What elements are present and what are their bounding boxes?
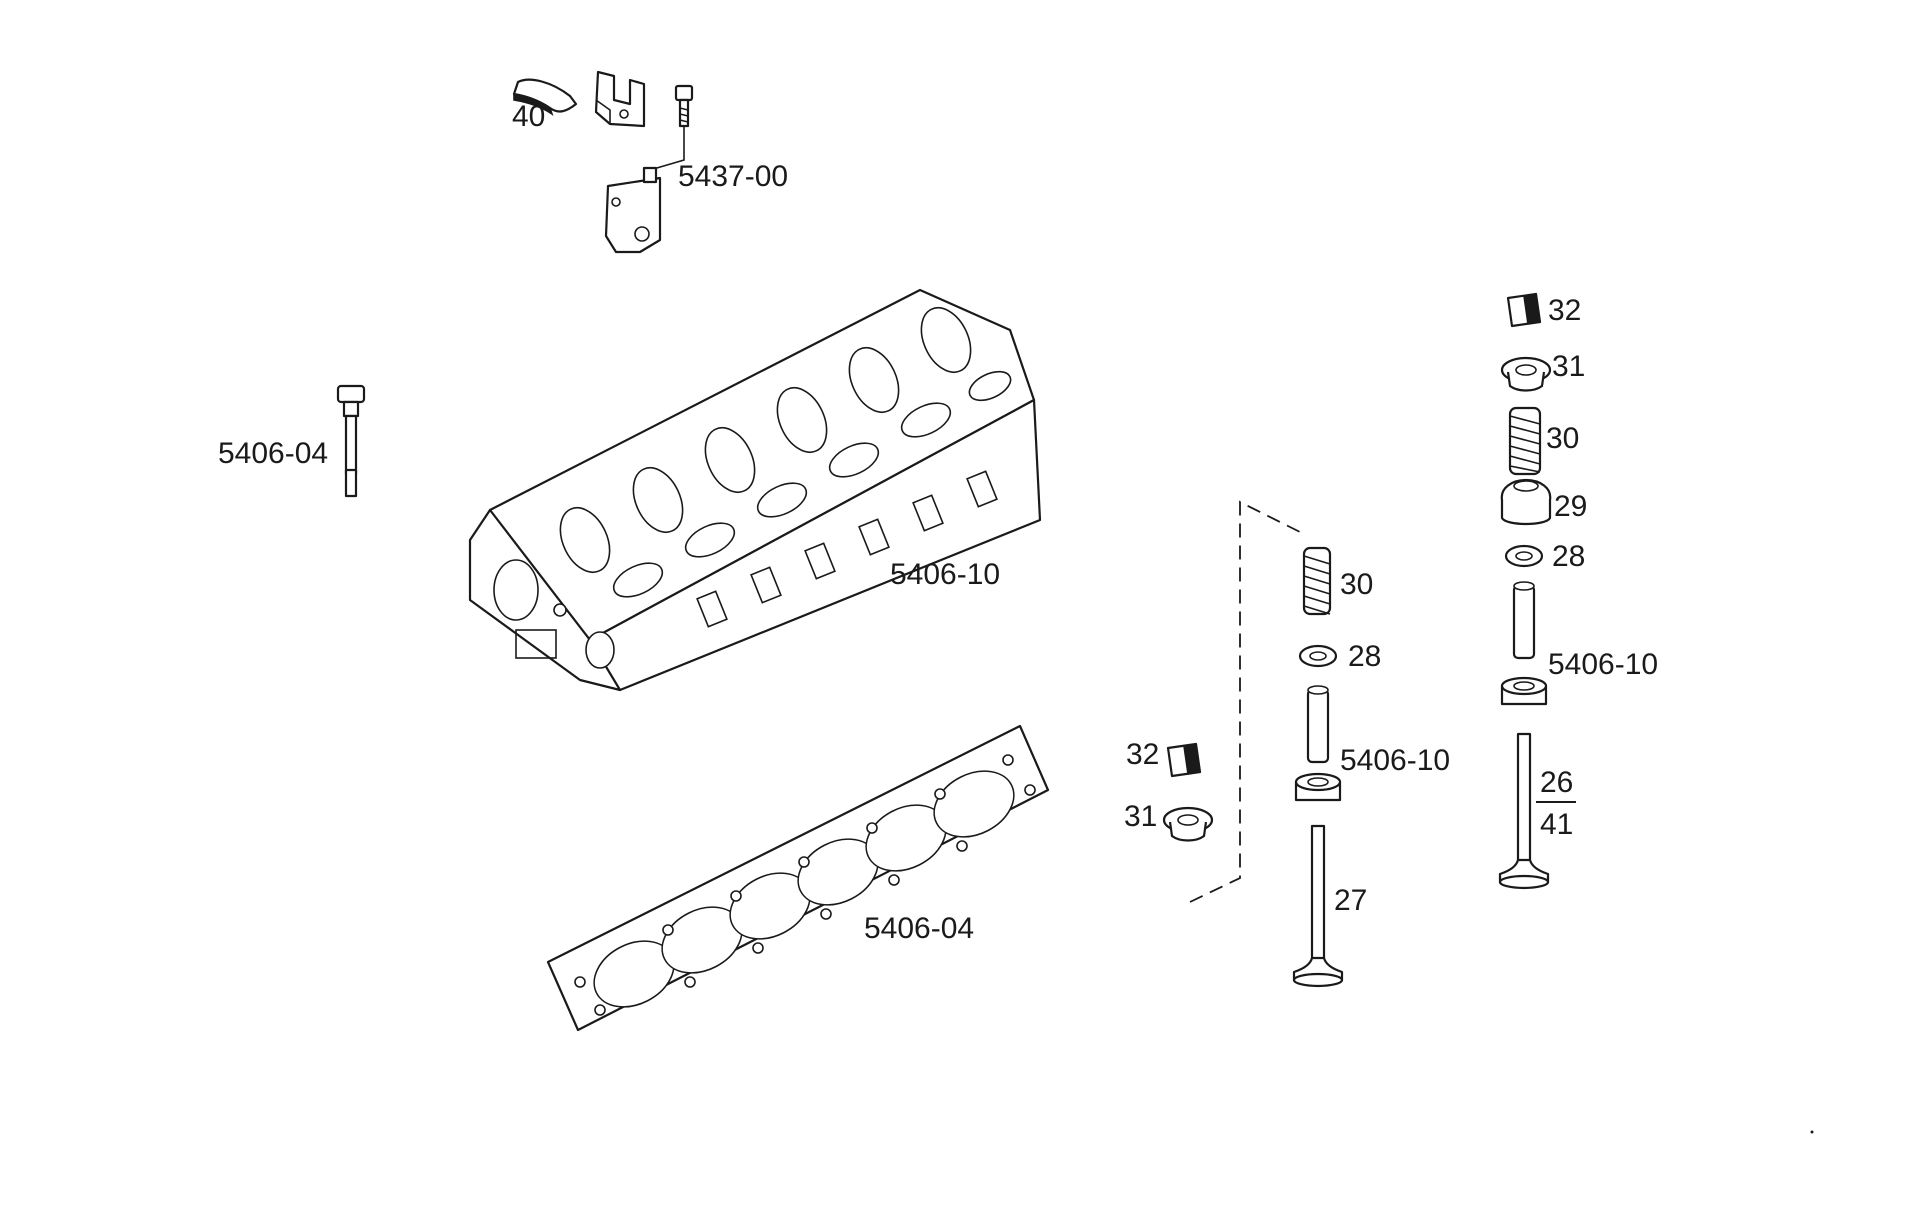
valve-keeper-32-left [1166,742,1202,778]
label-5406-04-gasket: 5406-04 [864,912,974,945]
bolt-5437 [649,84,694,171]
valve-27 [1292,824,1344,988]
head-bolt-5406-04 [336,384,366,498]
valve-spring-30-right [1508,406,1542,476]
head-gasket-5406-04 [546,724,1050,1032]
label-30-mid: 30 [1340,568,1373,601]
tensioner-5437-00 [604,166,662,254]
cylinder-head-5406-10 [468,288,1042,692]
label-5406-10-mid: 5406-10 [1340,744,1450,777]
valve-26-41 [1498,732,1550,890]
label-32-left: 32 [1126,738,1159,771]
spring-seat-28-mid [1298,644,1338,668]
gasket-small-holes [574,754,1036,1016]
valve-seat-ring-right [1500,676,1548,706]
label-29-right: 29 [1554,490,1587,523]
valve-spring-30-mid [1302,546,1332,616]
spring-retainer-31-right [1500,356,1552,392]
label-5437-00: 5437-00 [678,160,788,193]
label-26: 26 [1540,766,1573,799]
valve-seat-ring-mid [1294,772,1342,802]
valve-guide-5406-10-mid [1306,685,1330,764]
label-41: 41 [1540,808,1573,841]
spring-retainer-31-left [1162,806,1214,842]
label-27-mid: 27 [1334,884,1367,917]
head-bores [559,307,972,573]
label-5406-10-head: 5406-10 [890,558,1000,591]
bracket-part [594,70,646,128]
label-40: 40 [512,100,545,133]
label-31-right: 31 [1552,350,1585,383]
label-32-right: 32 [1548,294,1581,327]
head-front-ports [696,470,998,628]
label-5406-04-bolt: 5406-04 [218,437,328,470]
stray-dot [1810,1130,1814,1134]
label-30-right: 30 [1546,422,1579,455]
label-28-mid: 28 [1348,640,1381,673]
head-port-pads [612,370,1012,598]
label-31-left: 31 [1124,800,1157,833]
label-5406-10-right: 5406-10 [1548,648,1658,681]
label-28-right: 28 [1552,540,1585,573]
shim-part-40 [512,78,578,116]
spring-seat-28-right [1504,544,1544,568]
gasket-bores [593,770,1015,1008]
spring-cap-29 [1500,478,1552,526]
valve-guide-5406-10-right [1512,581,1536,660]
valve-keeper-32-right [1506,292,1542,328]
assembly-guide-line [1189,500,1305,903]
